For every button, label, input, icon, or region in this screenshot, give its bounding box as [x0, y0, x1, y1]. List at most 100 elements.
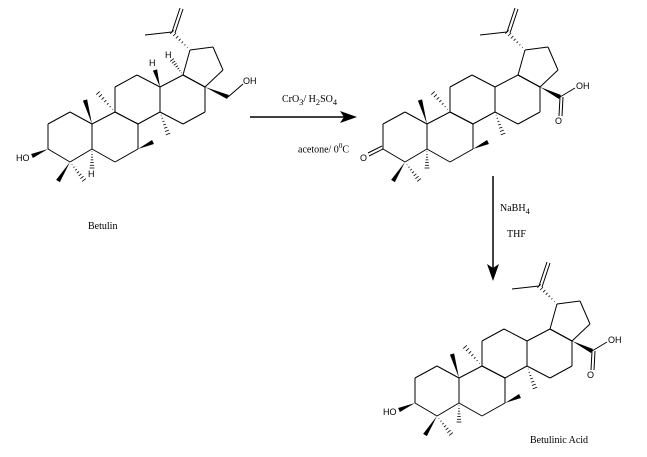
hydroxyl-wedge	[398, 403, 415, 413]
ring-bond	[503, 328, 528, 342]
ring-bond	[526, 328, 551, 342]
ring-bond	[189, 46, 214, 51]
ring-bond	[137, 111, 161, 125]
ring-bond	[47, 148, 71, 163]
oxygen-label: O	[587, 370, 594, 380]
ring-bond	[204, 69, 224, 88]
methyl-hashed-bond	[462, 345, 481, 364]
carbonyl-double-bond	[367, 145, 383, 154]
hydroxyl-label: OH	[243, 76, 257, 86]
alkene-double-bond	[509, 8, 519, 34]
oxygen-label: O	[555, 116, 562, 126]
ring-bond	[526, 365, 551, 379]
ring-bond	[579, 300, 591, 325]
hydroxyl-label: OH	[608, 335, 622, 345]
ring-bond	[404, 111, 428, 125]
ring-bond	[524, 46, 549, 51]
step2-solvent: THF	[507, 229, 526, 240]
alkene-bond	[506, 7, 516, 33]
ring-bond	[549, 328, 573, 342]
alkene-double-bond	[541, 262, 551, 288]
ring-bond	[517, 111, 541, 125]
methyl-hashed-bond	[430, 91, 449, 110]
hydroxyl-label: HO	[16, 153, 30, 163]
methyl-hashed-bond	[95, 91, 114, 110]
step1-conditions: acetone/ 00C	[298, 142, 349, 156]
ring-bond	[517, 49, 526, 76]
methyl-hashed-bond	[406, 164, 422, 182]
carboxyl-wedge	[540, 87, 561, 99]
hydroxyl-bond	[591, 341, 608, 352]
ring-bond	[472, 111, 496, 125]
ring-bond	[494, 74, 519, 88]
ring-bond	[136, 74, 161, 88]
ring-bond	[571, 323, 591, 342]
isopropenyl-hashed-bond	[537, 284, 555, 302]
ring-bond	[414, 402, 438, 417]
carbonyl-bond	[558, 96, 561, 117]
ring-bond	[69, 148, 93, 163]
h-wedge	[152, 69, 160, 87]
arrow-head-1	[340, 111, 357, 123]
step1-reagent: CrO3/ H2SO4	[282, 94, 338, 107]
methyl-wedge	[138, 140, 154, 149]
ring-bond	[114, 148, 139, 163]
ring-bond	[182, 49, 191, 76]
ring-bond	[114, 74, 138, 88]
methyl-hashed-bond	[527, 368, 538, 390]
ring-bond	[471, 74, 496, 88]
hydroxyl-label: OH	[576, 81, 590, 91]
betulinic-acid-label: Betulinic Acid	[530, 435, 589, 446]
arrow-head-2	[487, 264, 499, 281]
ring-bond	[539, 69, 559, 88]
ring-bond	[458, 365, 483, 379]
ring-bond	[404, 148, 428, 163]
methyl-wedge	[449, 353, 459, 378]
h-hashed-bond	[456, 405, 462, 423]
ring-bond	[182, 74, 206, 88]
ring-bond	[449, 111, 474, 125]
methyl-wedge	[82, 99, 92, 124]
ring-bond	[182, 111, 206, 125]
methyl-hashed-bond	[495, 114, 506, 136]
carbonyl-double-bond	[593, 350, 596, 371]
hydroxymethyl-bond	[227, 83, 244, 98]
methyl-bond	[479, 31, 508, 36]
ring-bond	[47, 111, 71, 125]
methyl-wedge	[473, 140, 489, 149]
carbonyl-bond	[368, 148, 384, 157]
ring-bond	[481, 328, 505, 342]
hydroxymethyl-wedge	[205, 87, 229, 100]
methyl-hashed-bond	[160, 114, 171, 136]
methyl-wedge	[505, 394, 521, 403]
h-hashed-bond	[424, 151, 430, 169]
alkene-bond	[171, 7, 181, 33]
hydrogen-label: H	[88, 169, 95, 179]
hydroxyl-label: HO	[383, 407, 397, 417]
ring-bond	[159, 74, 184, 88]
oxygen-label: O	[360, 153, 367, 163]
methyl-bond	[511, 285, 540, 290]
ring-bond	[382, 111, 406, 125]
ring-bond	[547, 46, 559, 71]
ring-bond	[556, 300, 581, 305]
h-hashed-bond	[89, 151, 95, 169]
ring-bond	[436, 402, 460, 417]
ring-bond	[449, 148, 474, 163]
methyl-wedge	[391, 162, 405, 183]
ring-bond	[449, 74, 473, 88]
isopropenyl-hashed-bond	[505, 30, 523, 48]
ring-bond	[494, 111, 519, 125]
ring-bond	[504, 365, 528, 379]
methyl-wedge	[423, 416, 437, 437]
isopropenyl-hashed-bond	[170, 30, 188, 48]
ring-bond	[436, 365, 460, 379]
ring-bond	[549, 303, 558, 330]
ring-bond	[481, 365, 506, 379]
ring-bond	[91, 148, 116, 163]
hydrogen-label: H	[165, 50, 172, 60]
alkene-bond	[538, 261, 548, 287]
h-hashed-bond	[169, 58, 182, 74]
